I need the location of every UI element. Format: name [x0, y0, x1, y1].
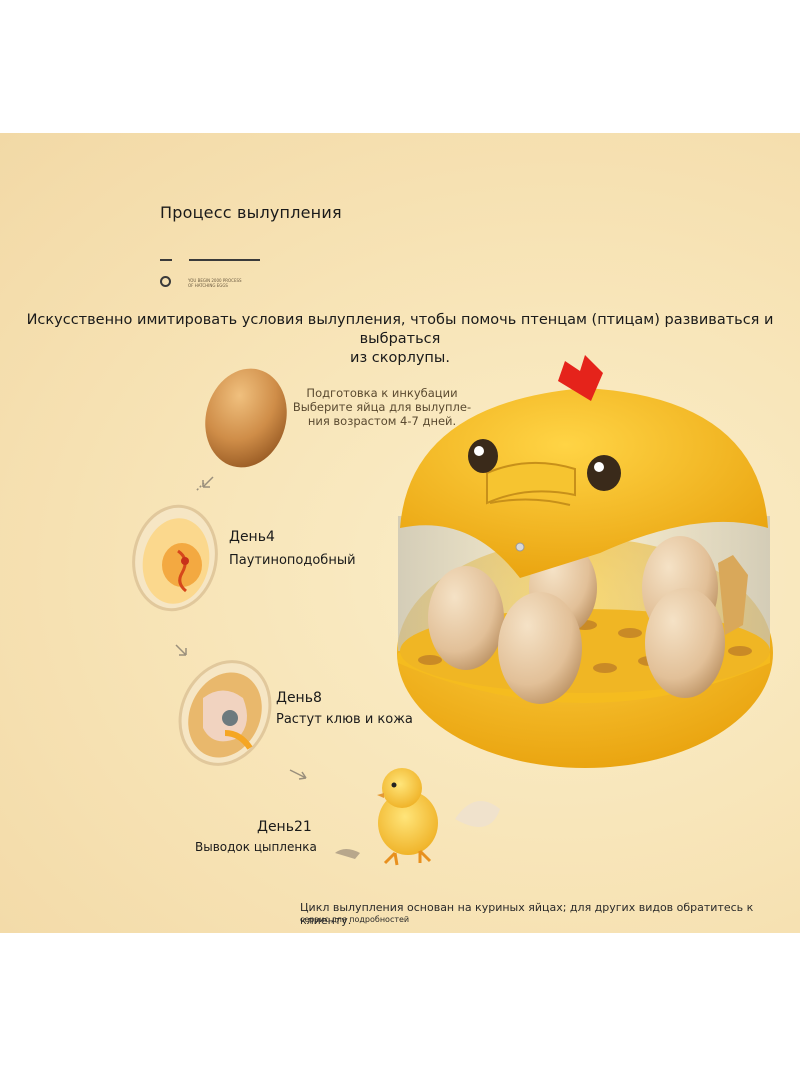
arrow-down-icon [175, 644, 187, 656]
intro-text: Искусственно имитировать условия вылупле… [0, 311, 800, 368]
step-day-label: День4 [229, 529, 275, 545]
intro-line-1: Искусственно имитировать условия вылупле… [26, 312, 774, 347]
step-description: Паутиноподобный [229, 553, 356, 568]
egg-day4-icon [132, 504, 218, 612]
footnote-line-1: Цикл вылупления основан на куриных яйцах… [300, 901, 754, 927]
page-title: Процесс вылупления [160, 203, 342, 222]
step-description: Выводок цыпленка [195, 840, 317, 854]
step-day-label: День8 [276, 690, 322, 706]
incubator-icon [397, 355, 773, 768]
arrow-down-icon [289, 769, 307, 780]
step-day-label: День21 [257, 819, 312, 835]
prep-line-1: Подготовка к инкубации [306, 386, 458, 400]
title-ring-icon [160, 276, 171, 287]
title-dash-short [160, 259, 172, 261]
step-day4: День4 Паутиноподобный [229, 529, 356, 568]
egg-day8-icon [178, 660, 272, 766]
prep-line-2: Выберите яйца для вылупле- [292, 400, 472, 414]
footnote-line-2: сервис для подробностей [300, 915, 410, 924]
intro-line-2: из скорлупы. [350, 350, 450, 366]
egg-icon [205, 368, 287, 468]
title-small-text: YOU BEGIN 2000 PROCESS OF HATCHING EGGS [188, 278, 242, 288]
title-dash-long [189, 259, 260, 261]
illustration-layer [132, 355, 773, 866]
step-day8: День8 Растут клюв и кожа [276, 690, 413, 727]
prep-line-3: ния возрастом 4-7 дней. [307, 414, 457, 428]
prep-text: Подготовка к инкубации Выберите яйца для… [292, 386, 472, 428]
arrow-down-icon [195, 476, 214, 492]
hatching-infographic: Процесс вылупления YOU BEGIN 2000 PROCES… [0, 133, 800, 933]
chick-icon [335, 768, 500, 866]
step-day21: День21 Выводок цыпленка [195, 819, 317, 854]
step-description: Растут клюв и кожа [276, 712, 413, 727]
